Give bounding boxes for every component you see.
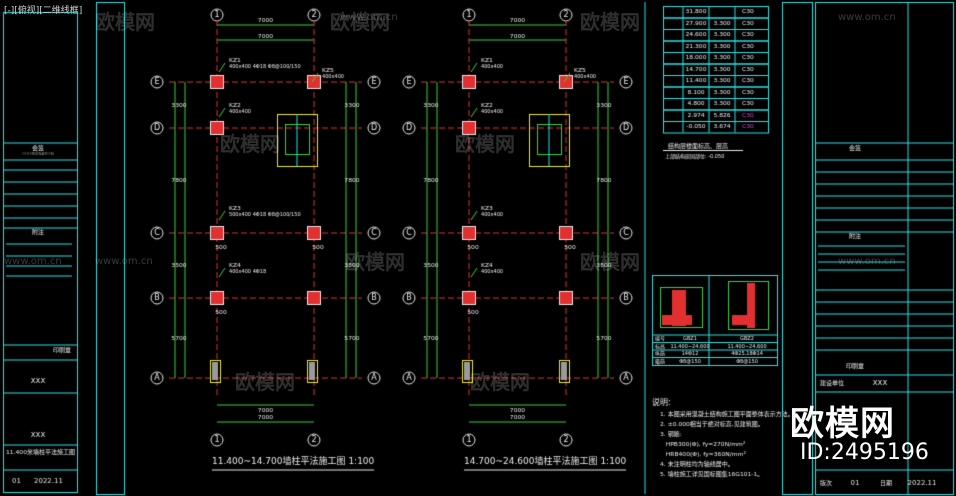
viewport-label[interactable]: [-][俯视][二维线框] bbox=[4, 6, 83, 16]
brand-id: ID:2495196 bbox=[800, 440, 929, 465]
brand-logo: 欧模网 bbox=[790, 404, 895, 444]
